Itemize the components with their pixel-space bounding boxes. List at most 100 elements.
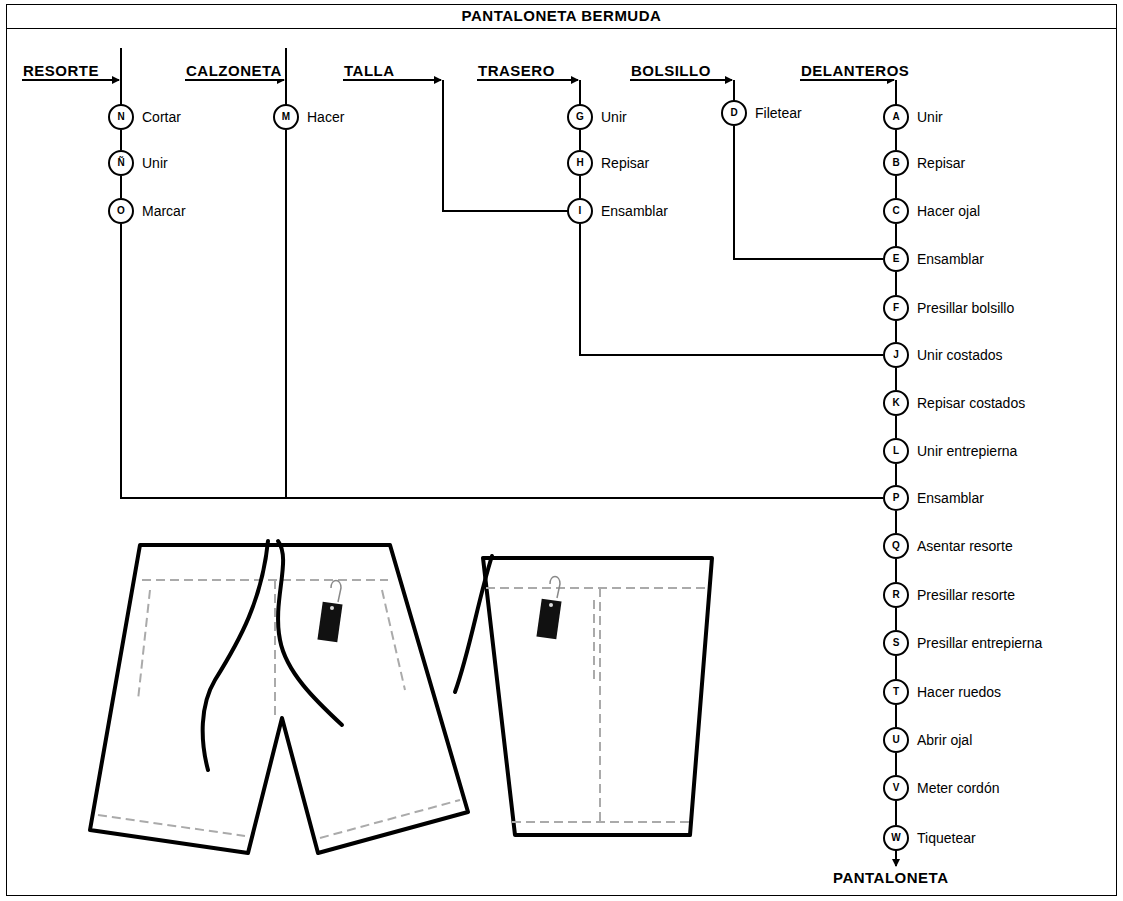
process-circle: WTiquetear: [883, 825, 909, 851]
flow-line: [895, 176, 897, 198]
operation-label: Repisar: [917, 155, 965, 171]
step-letter: D: [723, 102, 745, 124]
flow-line: [120, 130, 122, 150]
step-letter: T: [885, 681, 907, 703]
process-circle: QAsentar resorte: [883, 533, 909, 559]
input-label: TRASERO: [477, 62, 556, 79]
operation-label: Repisar: [601, 155, 649, 171]
process-circle: UAbrir ojal: [883, 727, 909, 753]
step-letter: C: [885, 200, 907, 222]
operation-label: Tiquetear: [917, 830, 976, 846]
step-letter: J: [885, 344, 907, 366]
flow-line: [895, 656, 897, 679]
flow-line: [120, 176, 122, 198]
operation-label: Filetear: [755, 105, 802, 121]
operation-label: Ensamblar: [917, 251, 984, 267]
input-label: DELANTEROS: [800, 62, 910, 79]
step-letter: E: [885, 248, 907, 270]
step-letter: N: [110, 106, 132, 128]
step-letter: R: [885, 584, 907, 606]
flow-line: [895, 130, 897, 150]
step-letter: P: [885, 487, 907, 509]
process-circle: VMeter cordón: [883, 775, 909, 801]
process-circle: AUnir: [883, 104, 909, 130]
operation-label: Ensamblar: [601, 203, 668, 219]
shorts-front: [90, 541, 468, 853]
operation-label: Hacer ojal: [917, 203, 980, 219]
process-circle: DFiletear: [721, 100, 747, 126]
process-circle: EEnsamblar: [883, 246, 909, 272]
step-letter: V: [885, 777, 907, 799]
operation-label: Hacer: [307, 109, 344, 125]
flow-line: [895, 705, 897, 727]
flow-line: [895, 272, 897, 295]
step-letter: W: [885, 827, 907, 849]
input-label: RESORTE: [22, 62, 100, 79]
operation-label: Unir entrepierna: [917, 443, 1017, 459]
input-label: TALLA: [343, 62, 396, 79]
input-label: CALZONETA: [185, 62, 283, 79]
process-circle: RPresillar resorte: [883, 582, 909, 608]
step-letter: G: [569, 106, 591, 128]
operation-label: Ensamblar: [917, 490, 984, 506]
operation-label: Repisar costados: [917, 395, 1025, 411]
operation-label: Presillar resorte: [917, 587, 1015, 603]
operation-label: Marcar: [142, 203, 186, 219]
operation-label: Asentar resorte: [917, 538, 1013, 554]
operation-label: Presillar bolsillo: [917, 300, 1014, 316]
flow-line: [579, 130, 581, 150]
shorts-back: [455, 556, 712, 835]
flow-line: [286, 130, 883, 498]
process-circle: KRepisar costados: [883, 390, 909, 416]
flow-line: [895, 464, 897, 485]
step-letter: U: [885, 729, 907, 751]
operation-label: Unir: [142, 155, 168, 171]
operation-label: Abrir ojal: [917, 732, 972, 748]
step-letter: L: [885, 440, 907, 462]
operation-label: Cortar: [142, 109, 181, 125]
process-circle: SPresillar entrepierna: [883, 630, 909, 656]
step-letter: F: [885, 297, 907, 319]
operation-label: Unir costados: [917, 347, 1003, 363]
operation-label: Unir: [917, 109, 943, 125]
process-circle: BRepisar: [883, 150, 909, 176]
process-circle: FPresillar bolsillo: [883, 295, 909, 321]
flow-line: [895, 753, 897, 775]
process-circle: LUnir entrepierna: [883, 438, 909, 464]
flow-line: [895, 416, 897, 438]
output-label: PANTALONETA: [832, 869, 950, 886]
process-circle: IEnsamblar: [567, 198, 593, 224]
process-circle: NCortar: [108, 104, 134, 130]
step-letter: Q: [885, 535, 907, 557]
input-label: BOLSILLO: [630, 62, 712, 79]
process-circle: THacer ruedos: [883, 679, 909, 705]
flow-line: [895, 321, 897, 342]
step-letter: M: [275, 106, 297, 128]
flow-line: [579, 176, 581, 198]
step-letter: B: [885, 152, 907, 174]
operation-label: Hacer ruedos: [917, 684, 1001, 700]
diagram-title: PANTALONETA BERMUDA: [7, 7, 1116, 25]
operation-label: Unir: [601, 109, 627, 125]
step-letter: S: [885, 632, 907, 654]
operation-label: Meter cordón: [917, 780, 999, 796]
process-circle: PEnsamblar: [883, 485, 909, 511]
flow-line: [121, 224, 883, 498]
flow-line: [895, 511, 897, 533]
process-circle: JUnir costados: [883, 342, 909, 368]
step-letter: I: [569, 200, 591, 222]
flow-line: [895, 801, 897, 825]
step-letter: H: [569, 152, 591, 174]
step-letter: O: [110, 200, 132, 222]
process-circle: ÑUnir: [108, 150, 134, 176]
flow-line: [895, 368, 897, 390]
process-circle: HRepisar: [567, 150, 593, 176]
flow-line: [580, 224, 883, 355]
process-circle: CHacer ojal: [883, 198, 909, 224]
flow-line: [734, 126, 883, 259]
process-circle: GUnir: [567, 104, 593, 130]
flow-line: [895, 559, 897, 582]
flow-line: [895, 608, 897, 630]
step-letter: Ñ: [110, 152, 132, 174]
